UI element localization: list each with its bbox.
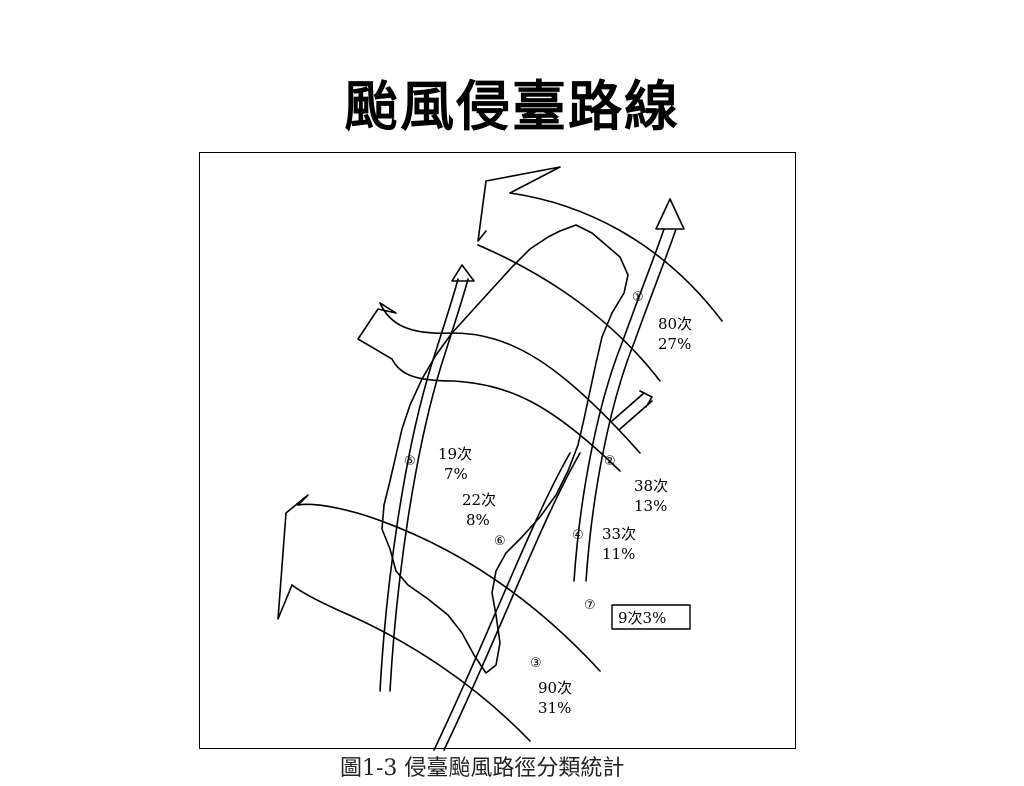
route-6-percent: 8% bbox=[466, 511, 490, 529]
route-7-marker: ⑦ bbox=[584, 598, 596, 613]
route-1-inner bbox=[477, 244, 661, 382]
route-4-percent: 11% bbox=[602, 545, 635, 563]
route-5-marker: ⑤ bbox=[404, 454, 416, 469]
route-5-right bbox=[389, 278, 469, 692]
route-2-marker: ② bbox=[604, 454, 616, 469]
route-1-arrowhead bbox=[477, 166, 561, 242]
slide-title: 颱風侵臺路線 bbox=[344, 74, 680, 138]
route-4-marker: ④ bbox=[572, 528, 584, 543]
route-3-percent: 31% bbox=[538, 699, 571, 717]
route-2-arrowhead bbox=[357, 302, 397, 360]
route-7-label-box bbox=[611, 604, 691, 630]
route-3-upper bbox=[297, 503, 601, 672]
route-7-boxed-label: 9次3% bbox=[618, 609, 666, 627]
route-1-marker: ① bbox=[632, 290, 644, 305]
route-4-arrowhead bbox=[655, 198, 685, 230]
route-labels: ① 80次 27% ② 38次 13% ③ 90次 31% ④ 33次 11% … bbox=[404, 290, 692, 717]
route-3-lower bbox=[291, 584, 531, 742]
route-7-branch bbox=[611, 390, 653, 430]
route-6-count: 22次 bbox=[462, 491, 496, 509]
route-3-arrowhead bbox=[277, 494, 309, 620]
typhoon-route-figure: ① 80次 27% ② 38次 13% ③ 90次 31% ④ 33次 11% … bbox=[199, 152, 796, 751]
route-5-arrowhead bbox=[451, 264, 475, 282]
route-4-count: 33次 bbox=[602, 525, 636, 543]
route-5-left bbox=[379, 278, 459, 692]
figure-caption: 圖1-3 侵臺颱風路徑分類統計 bbox=[340, 756, 625, 781]
route-4-right bbox=[585, 228, 677, 582]
route-6-left bbox=[433, 452, 571, 751]
route-1-count: 80次 bbox=[658, 315, 692, 333]
route-5-percent: 7% bbox=[444, 465, 468, 483]
route-2-percent: 13% bbox=[634, 497, 667, 515]
route-6-right bbox=[443, 452, 581, 751]
route-1-percent: 27% bbox=[658, 335, 691, 353]
route-2-lower bbox=[391, 358, 621, 472]
route-3-marker: ③ bbox=[530, 656, 542, 671]
route-3-count: 90次 bbox=[538, 679, 572, 697]
typhoon-route-map: ① 80次 27% ② 38次 13% ③ 90次 31% ④ 33次 11% … bbox=[277, 166, 723, 751]
route-2-count: 38次 bbox=[634, 477, 668, 495]
route-5-count: 19次 bbox=[438, 445, 472, 463]
route-6-marker: ⑥ bbox=[494, 534, 506, 549]
route-4-left bbox=[573, 228, 665, 582]
route-2-upper bbox=[379, 302, 641, 454]
route-1-outer bbox=[509, 192, 723, 322]
